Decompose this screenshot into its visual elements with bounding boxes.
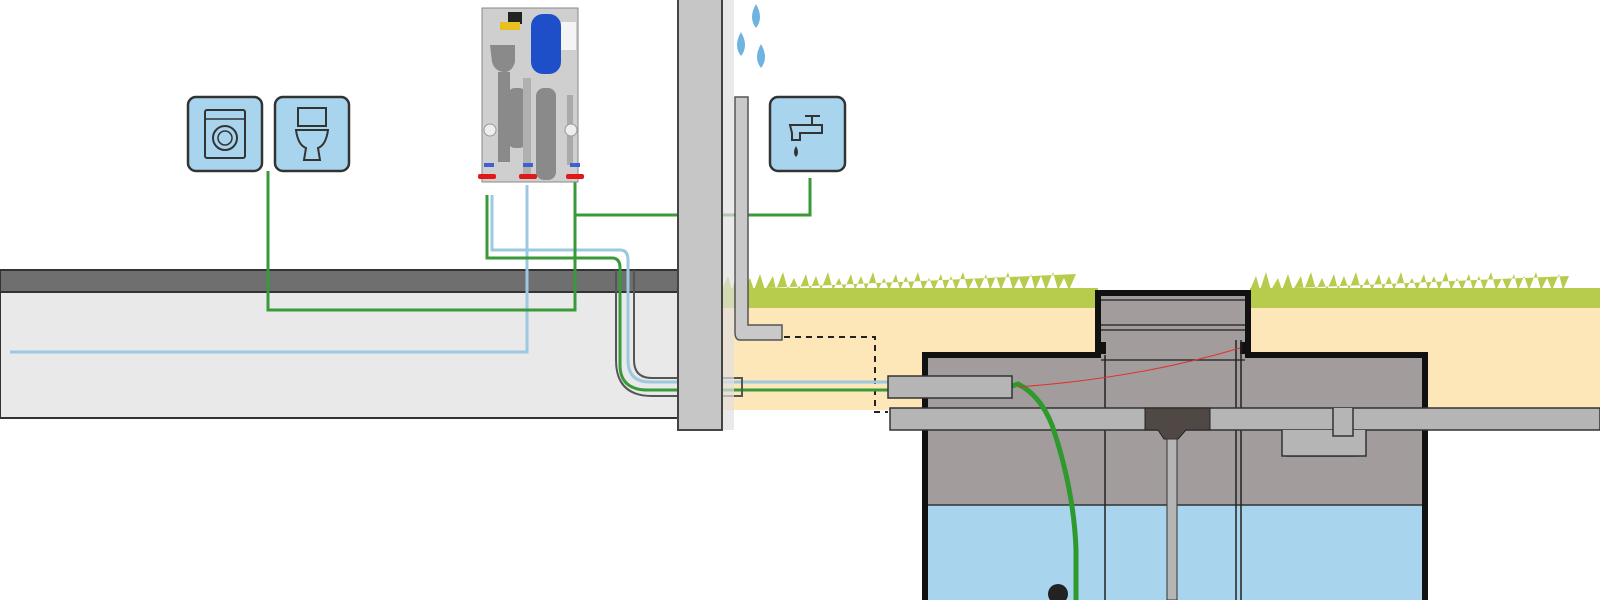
conduit-pipe xyxy=(615,270,743,397)
tap-icon xyxy=(768,95,847,173)
washing-machine-icon xyxy=(186,95,264,173)
suction-float xyxy=(1048,584,1068,600)
mains-water-lines xyxy=(10,185,890,384)
supply-lines xyxy=(266,171,890,392)
grass xyxy=(722,272,1600,308)
filter-insert xyxy=(1144,407,1211,440)
float-switch-wire xyxy=(1017,347,1241,388)
suction-hose xyxy=(1011,381,1079,600)
filter-sump-inner xyxy=(1332,408,1354,437)
raindrop-icon xyxy=(737,4,765,68)
toilet-icon xyxy=(273,95,351,173)
downspout xyxy=(734,96,783,341)
pump-unit xyxy=(478,7,584,183)
overflow-pipe xyxy=(1166,438,1178,600)
wall-entry-pipe xyxy=(887,375,1013,399)
floor-slab xyxy=(0,269,681,293)
wall-shadow xyxy=(722,0,734,430)
house-wall xyxy=(677,0,723,431)
overflow-dashed-line xyxy=(740,336,888,413)
pressure-vessel xyxy=(531,14,561,74)
